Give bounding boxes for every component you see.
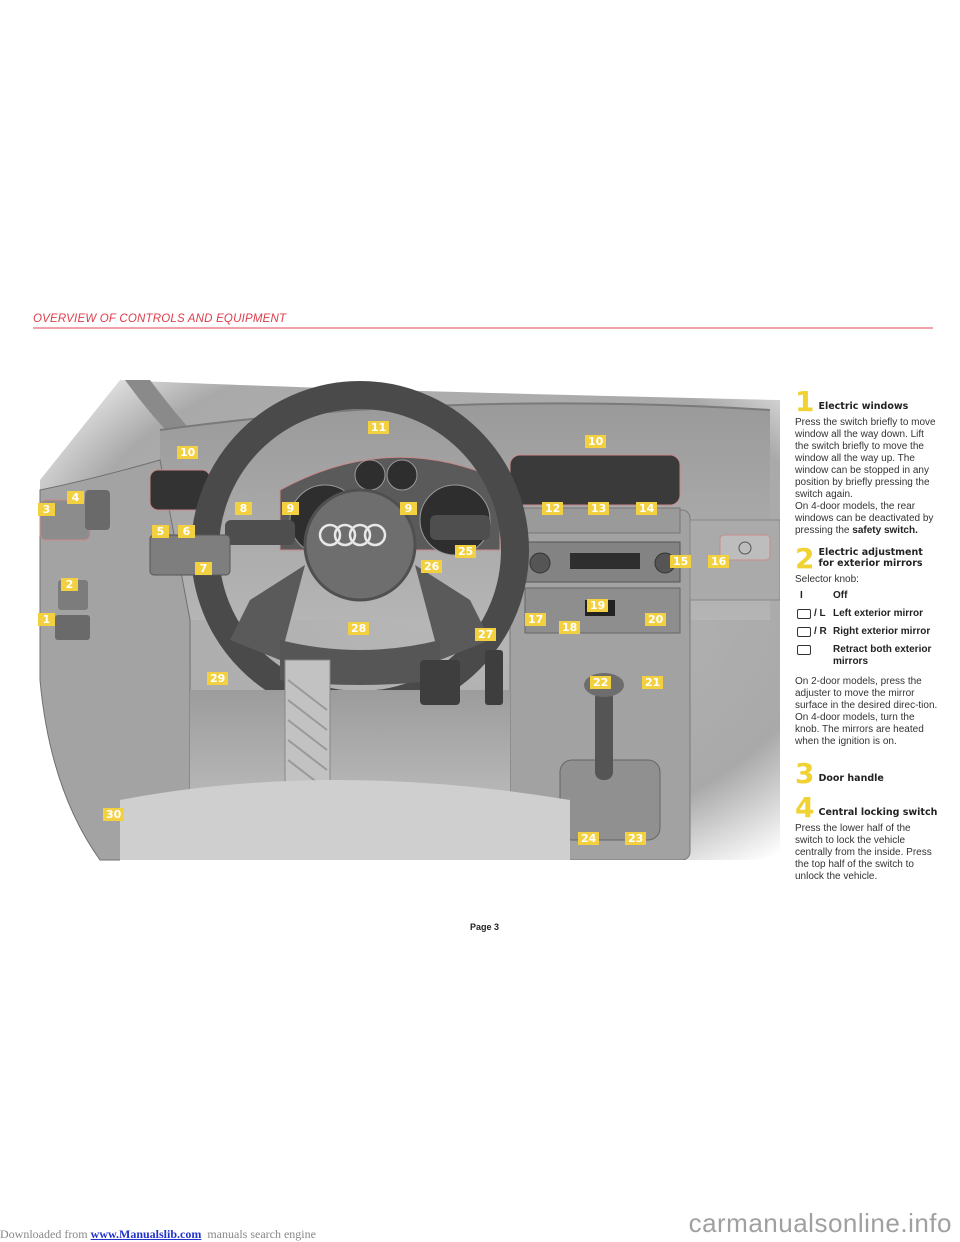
callout-5: 5 <box>152 525 169 538</box>
callout-25: 25 <box>455 545 477 558</box>
callout-9-right: 9 <box>400 502 417 515</box>
knob-label: Right exterior mirror <box>833 626 931 637</box>
callout-1: 1 <box>38 613 55 626</box>
callout-13: 13 <box>588 502 610 515</box>
knob-symbol: / R <box>795 626 833 638</box>
safety-switch-term: safety switch. <box>852 525 918 536</box>
callout-20: 20 <box>645 613 667 626</box>
section-central-locking: 4 Central locking switch Press the lower… <box>795 791 940 883</box>
callout-24: 24 <box>578 832 600 845</box>
callout-15: 15 <box>670 555 692 568</box>
callout-26: 26 <box>421 560 443 573</box>
callout-14: 14 <box>636 502 658 515</box>
knob-label: Off <box>833 590 848 601</box>
section-title: Door handle <box>818 773 884 784</box>
dashboard-illustration: 1 2 3 4 5 6 7 8 9 9 10 10 11 12 13 14 15… <box>30 360 781 870</box>
knob-symbol <box>795 644 833 668</box>
callout-22: 22 <box>590 676 612 689</box>
section-text: Press the switch briefly to move window … <box>795 417 936 500</box>
section-door-handle: 3 Door handle <box>795 757 940 790</box>
selector-knob-intro: Selector knob: <box>795 574 859 585</box>
footer-prefix: Downloaded from <box>0 1227 91 1241</box>
knob-symbol-text: / R <box>814 626 827 637</box>
knob-symbol: I <box>795 590 833 602</box>
callout-21: 21 <box>642 676 664 689</box>
callout-9-left: 9 <box>282 502 299 515</box>
download-footer: Downloaded from www.Manualslib.com manua… <box>0 1227 316 1242</box>
mirror-right-icon <box>797 627 811 637</box>
callout-23: 23 <box>625 832 647 845</box>
section-number: 1 <box>795 385 815 418</box>
callout-11: 11 <box>368 421 390 434</box>
section-title: Electric adjustment for exterior mirrors <box>818 547 923 569</box>
callout-3: 3 <box>38 503 55 516</box>
callout-6: 6 <box>178 525 195 538</box>
knob-symbol-text: I <box>800 590 803 601</box>
knob-symbol: / L <box>795 608 833 620</box>
callout-29: 29 <box>207 672 229 685</box>
controls-description-column: 1 Electric windows Press the switch brie… <box>795 385 940 893</box>
callout-19: 19 <box>587 599 609 612</box>
footer-suffix: manuals search engine <box>201 1227 316 1241</box>
mirror-retract-icon <box>797 645 811 655</box>
page-number: Page 3 <box>470 922 500 932</box>
section-text-2-plain: On 4-door models, the rear windows can b… <box>795 501 934 536</box>
callout-10-center: 10 <box>585 435 607 448</box>
callout-10-left: 10 <box>177 446 199 459</box>
callout-17: 17 <box>525 613 547 626</box>
section-text-2: On 4-door models, the rear windows can b… <box>795 501 940 537</box>
knob-row: / L Left exterior mirror <box>795 608 940 620</box>
section-exterior-mirrors: 2 Electric adjustment for exterior mirro… <box>795 542 940 748</box>
section-text: On 2-door models, press the adjuster to … <box>795 676 938 747</box>
callout-8: 8 <box>235 502 252 515</box>
callout-2: 2 <box>61 578 78 591</box>
site-watermark: carmanualsonline.info <box>688 1208 952 1238</box>
section-title: Central locking switch <box>818 807 938 818</box>
knob-label: Retract both exterior mirrors <box>833 644 932 667</box>
dashboard-drawing <box>39 380 781 870</box>
section-header-title: OVERVIEW OF CONTROLS AND EQUIPMENT <box>33 313 287 325</box>
section-text: Press the lower half of the switch to lo… <box>795 823 932 882</box>
knob-symbol-text: / L <box>814 608 826 619</box>
section-number: 4 <box>795 791 815 824</box>
knob-row: I Off <box>795 590 940 602</box>
selector-knob-table: I Off / L Left exterior mirror / R Right… <box>795 590 940 668</box>
callout-30: 30 <box>103 808 125 821</box>
mirror-left-icon <box>797 609 811 619</box>
callout-27: 27 <box>475 628 497 641</box>
callout-18: 18 <box>559 621 581 634</box>
callout-16: 16 <box>708 555 730 568</box>
callout-12: 12 <box>542 502 564 515</box>
knob-row: / R Right exterior mirror <box>795 626 940 638</box>
knob-label: Left exterior mirror <box>833 608 924 619</box>
section-number: 3 <box>795 757 815 790</box>
callout-7: 7 <box>195 562 212 575</box>
manualslib-link[interactable]: www.Manualslib.com <box>90 1227 202 1241</box>
knob-row: Retract both exterior mirrors <box>795 644 940 668</box>
section-electric-windows: 1 Electric windows Press the switch brie… <box>795 385 940 537</box>
callout-4: 4 <box>67 491 84 504</box>
header-divider <box>33 327 933 329</box>
section-number: 2 <box>795 542 815 575</box>
callout-28: 28 <box>348 622 370 635</box>
section-title: Electric windows <box>818 401 909 412</box>
